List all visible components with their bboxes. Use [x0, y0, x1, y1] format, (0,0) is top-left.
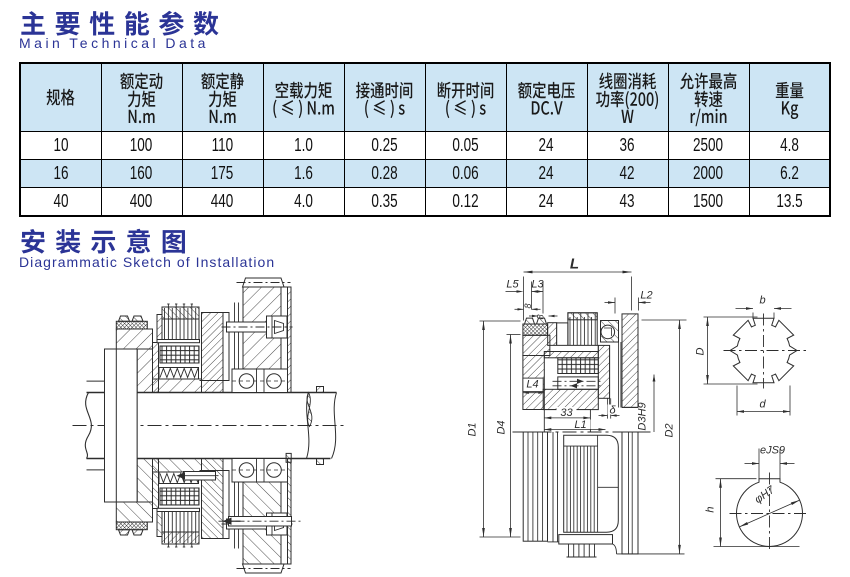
svg-text:33: 33: [560, 407, 573, 419]
svg-text:D2: D2: [664, 423, 676, 437]
svg-text:b: b: [759, 295, 765, 307]
svg-text:d: d: [759, 399, 766, 411]
svg-text:D1: D1: [467, 422, 479, 436]
svg-text:δ: δ: [609, 405, 616, 417]
svg-text:eJS9: eJS9: [760, 445, 785, 457]
svg-text:L3: L3: [531, 279, 544, 291]
svg-text:8: 8: [536, 314, 546, 319]
svg-text:L1: L1: [574, 419, 586, 431]
svg-text:L5: L5: [506, 279, 519, 291]
svg-text:D4: D4: [496, 420, 508, 434]
svg-text:h: h: [705, 506, 717, 512]
svg-text:D: D: [695, 347, 707, 355]
svg-text:L: L: [570, 256, 579, 273]
svg-text:D3H9: D3H9: [637, 402, 649, 430]
svg-text:L2: L2: [640, 290, 652, 302]
svg-text:8: 8: [523, 303, 533, 308]
svg-text:L4: L4: [526, 379, 538, 391]
